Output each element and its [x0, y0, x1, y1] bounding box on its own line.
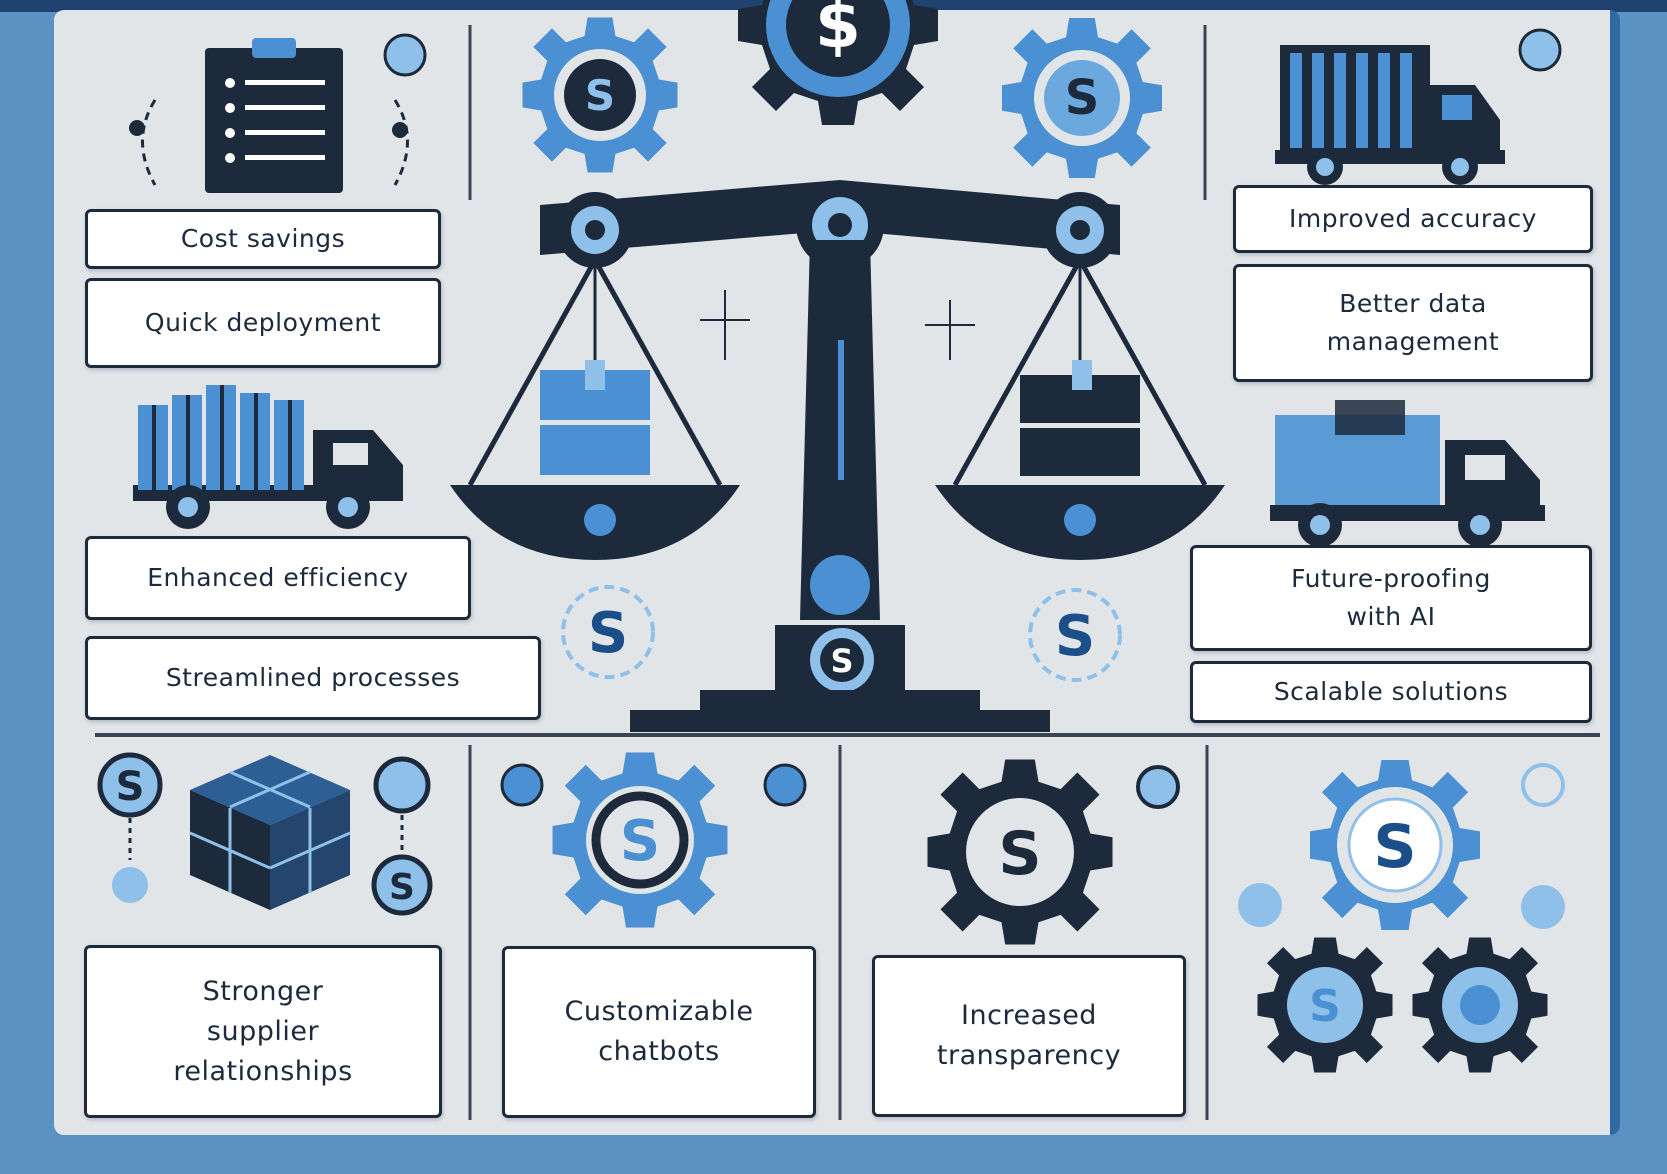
- grid-dividers: [95, 25, 1600, 1120]
- dollar-symbol: $: [815, 0, 861, 63]
- dollar-gear-icon: S: [1238, 760, 1565, 930]
- s-symbol: S: [1309, 981, 1341, 1032]
- label-enhanced-efficiency: Enhanced efficiency: [85, 536, 471, 620]
- dollar-coin-icon: S: [1028, 588, 1122, 682]
- dollar-gear-icon: S: [1257, 937, 1393, 1073]
- label-better-data-management: Better data management: [1233, 264, 1593, 382]
- label-cost-savings: Cost savings: [85, 209, 441, 269]
- label-increased-transparency: Increased transparency: [872, 955, 1186, 1117]
- s-symbol: S: [116, 764, 145, 810]
- s-symbol: S: [585, 71, 615, 120]
- s-symbol: S: [1065, 70, 1100, 126]
- delivery-truck-icon: [133, 385, 403, 529]
- label-improved-accuracy: Improved accuracy: [1233, 185, 1593, 253]
- label-quick-deployment: Quick deployment: [85, 278, 441, 368]
- label-future-proofing: Future-proofing with AI: [1190, 545, 1592, 651]
- delivery-truck-icon: [1275, 28, 1562, 185]
- dollar-gear-icon: S: [500, 752, 807, 928]
- clipboard-checklist-icon: [129, 33, 427, 193]
- s-symbol: S: [1373, 812, 1416, 882]
- delivery-truck-icon: [1270, 400, 1545, 547]
- dollar-gear-icon: S: [1002, 18, 1162, 178]
- s-symbol: S: [389, 867, 415, 908]
- label-stronger-supplier-relationships: Stronger supplier relationships: [84, 945, 442, 1118]
- label-scalable-solutions: Scalable solutions: [1190, 661, 1592, 723]
- s-symbol: S: [998, 819, 1041, 889]
- dollar-gear-icon: S: [522, 17, 678, 173]
- balance-scale-icon: S: [450, 180, 1225, 732]
- s-symbol: S: [620, 809, 660, 874]
- s-symbol: S: [830, 642, 853, 680]
- dollar-gear-icon: $: [738, 0, 938, 125]
- s-symbol: S: [588, 601, 628, 666]
- cube-blocks-icon: S S: [97, 752, 433, 916]
- dollar-gear-icon: S: [927, 759, 1180, 945]
- s-symbol: S: [1055, 604, 1095, 669]
- dollar-coin-icon: S: [561, 585, 655, 679]
- label-customizable-chatbots: Customizable chatbots: [502, 946, 816, 1118]
- label-streamlined-processes: Streamlined processes: [85, 636, 541, 720]
- dollar-gear-icon: [1412, 937, 1548, 1073]
